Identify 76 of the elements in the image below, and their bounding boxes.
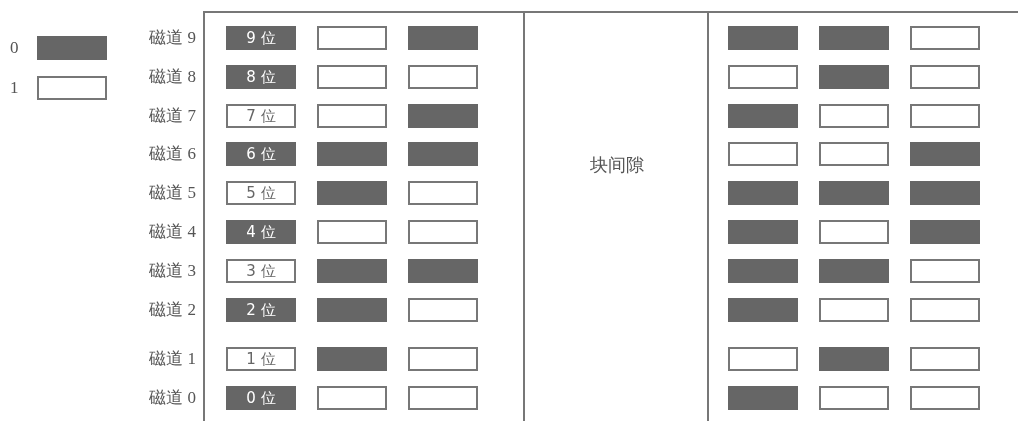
- empty-bit-block: [910, 386, 980, 410]
- filled-bit-block: [728, 104, 798, 128]
- track-label: 磁道 6: [148, 144, 196, 164]
- empty-bit-block: [728, 347, 798, 371]
- empty-bit-block: [910, 259, 980, 283]
- gap-label: 块间隙: [589, 154, 645, 177]
- empty-bit-block: [819, 298, 889, 322]
- filled-bit-block: [728, 259, 798, 283]
- filled-bit-block: [728, 26, 798, 50]
- empty-bit-block: [408, 347, 478, 371]
- filled-bit-block: [408, 104, 478, 128]
- filled-bit-block: [728, 386, 798, 410]
- bit-cell: 6 位: [226, 142, 296, 166]
- empty-bit-block: [819, 220, 889, 244]
- empty-bit-block: [910, 347, 980, 371]
- data-block: [707, 11, 1018, 421]
- filled-bit-block: [910, 220, 980, 244]
- filled-bit-block: [728, 298, 798, 322]
- filled-bit-block: [819, 181, 889, 205]
- bit-cell: 4 位: [226, 220, 296, 244]
- empty-bit-block: [317, 65, 387, 89]
- empty-bit-block: [819, 104, 889, 128]
- bit-cell: 3 位: [226, 259, 296, 283]
- track-label: 磁道 2: [148, 300, 196, 320]
- empty-bit-block: [317, 220, 387, 244]
- empty-bit-block: [317, 104, 387, 128]
- empty-bit-block: [728, 142, 798, 166]
- empty-bit-block: [408, 298, 478, 322]
- filled-bit-block: [910, 181, 980, 205]
- track-label: 磁道 5: [148, 183, 196, 203]
- bit-cell: 0 位: [226, 386, 296, 410]
- data-block: [203, 11, 525, 421]
- empty-bit-block: [408, 386, 478, 410]
- bit-cell: 2 位: [226, 298, 296, 322]
- filled-bit-block: [819, 347, 889, 371]
- empty-bit-block: [910, 65, 980, 89]
- track-label: 磁道 4: [148, 222, 196, 242]
- track-label: 磁道 7: [148, 106, 196, 126]
- filled-bit-block: [408, 142, 478, 166]
- bit-cell: 1 位: [226, 347, 296, 371]
- empty-bit-block: [819, 386, 889, 410]
- filled-bit-block: [819, 26, 889, 50]
- empty-bit-block: [317, 26, 387, 50]
- legend-label: 0: [10, 38, 19, 58]
- empty-bit-block: [910, 104, 980, 128]
- empty-bit-block: [408, 181, 478, 205]
- filled-bit-block: [317, 142, 387, 166]
- filled-bit-block: [317, 347, 387, 371]
- bit-cell: 9 位: [226, 26, 296, 50]
- track-label: 磁道 8: [148, 67, 196, 87]
- track-label: 磁道 1: [148, 349, 196, 369]
- empty-bit-block: [408, 220, 478, 244]
- filled-bit-block: [317, 259, 387, 283]
- filled-bit-block: [317, 181, 387, 205]
- filled-bit-block: [910, 142, 980, 166]
- filled-bit-block: [728, 220, 798, 244]
- empty-bit-block: [819, 142, 889, 166]
- gap-band: [523, 11, 709, 421]
- filled-bit-block: [819, 65, 889, 89]
- track-label: 磁道 9: [148, 28, 196, 48]
- bit-cell: 5 位: [226, 181, 296, 205]
- filled-bit-block: [728, 181, 798, 205]
- legend-label: 1: [10, 78, 19, 98]
- empty-bit-block: [910, 298, 980, 322]
- filled-bit-block: [408, 259, 478, 283]
- track-label: 磁道 0: [148, 388, 196, 408]
- filled-bit-block: [819, 259, 889, 283]
- bit-cell: 7 位: [226, 104, 296, 128]
- empty-bit-block: [317, 386, 387, 410]
- filled-bit-block: [408, 26, 478, 50]
- track-label: 磁道 3: [148, 261, 196, 281]
- empty-bit-block: [728, 65, 798, 89]
- empty-bit-block: [910, 26, 980, 50]
- filled-bit-block: [317, 298, 387, 322]
- bit-cell: 8 位: [226, 65, 296, 89]
- empty-bit-block: [408, 65, 478, 89]
